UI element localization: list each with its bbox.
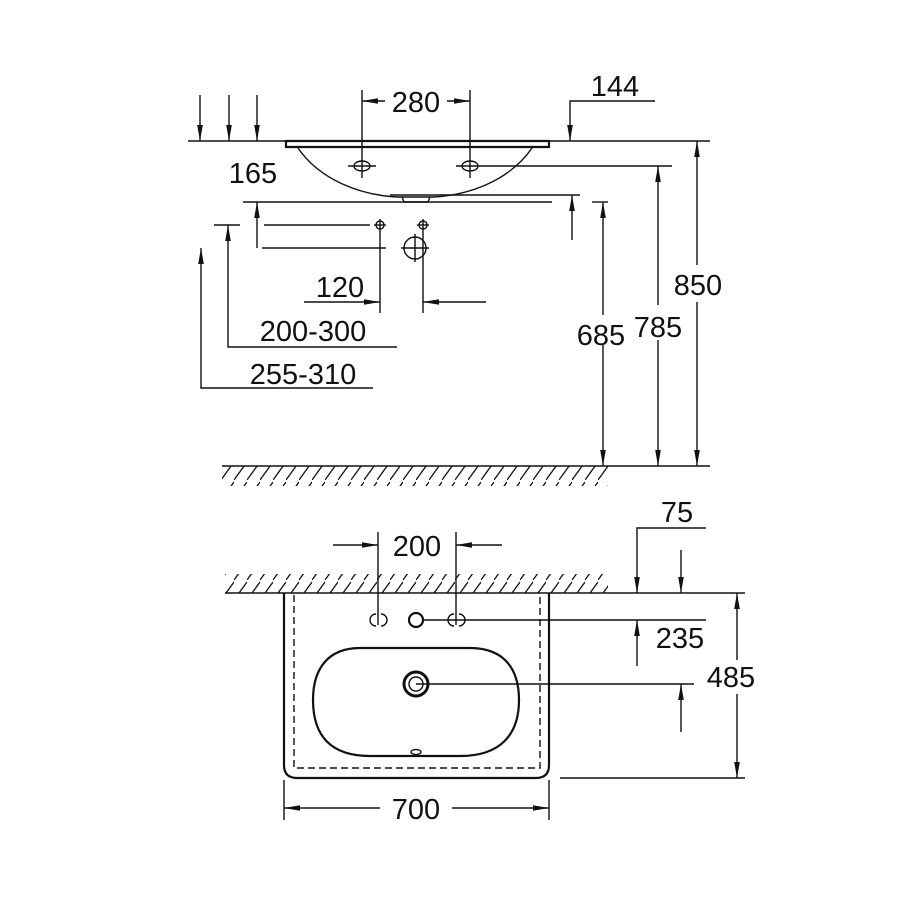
- dim-rim-to-floor-850: 850: [674, 270, 722, 302]
- dim-bowl-depth-165: 165: [229, 158, 277, 190]
- dim-supply-height-200-300: 200-300: [260, 316, 366, 348]
- dim-tap-from-wall-235: 235: [656, 623, 704, 655]
- top-view: 200 75 235 485 700: [225, 497, 755, 826]
- basin-outline: [282, 593, 551, 780]
- dim-wall-offset-75: 75: [661, 497, 693, 529]
- drain-outlet: [401, 196, 431, 203]
- dim-tap-spacing-280: 280: [392, 87, 440, 119]
- basin-bowl: [311, 646, 521, 758]
- dim-drain-height-255-310: 255-310: [250, 359, 356, 391]
- wall-hatch: [225, 574, 608, 593]
- floor-hatch: [222, 466, 608, 486]
- height-arrows: [197, 95, 260, 141]
- valve-left-icon: [374, 219, 386, 313]
- overflow-icon: [410, 748, 422, 756]
- dim-rim-offset-144: 144: [591, 71, 639, 103]
- tap-hole-right-icon: [456, 160, 672, 172]
- basin-bowl-profile: [297, 147, 533, 198]
- side-view: 280 144 165 120: [188, 71, 722, 486]
- waste-pipe-icon: [401, 234, 429, 262]
- dim-width-700: 700: [392, 794, 440, 826]
- dim-tap-spacing-200: 200: [393, 531, 441, 563]
- dim-valve-spacing-120: 120: [316, 272, 364, 304]
- dim-drain-to-floor-685: 685: [577, 320, 625, 352]
- dim-tap-to-floor-785: 785: [634, 312, 682, 344]
- dim-depth-485: 485: [707, 662, 755, 694]
- valve-right-icon: [417, 219, 429, 313]
- basin-rim: [284, 139, 551, 149]
